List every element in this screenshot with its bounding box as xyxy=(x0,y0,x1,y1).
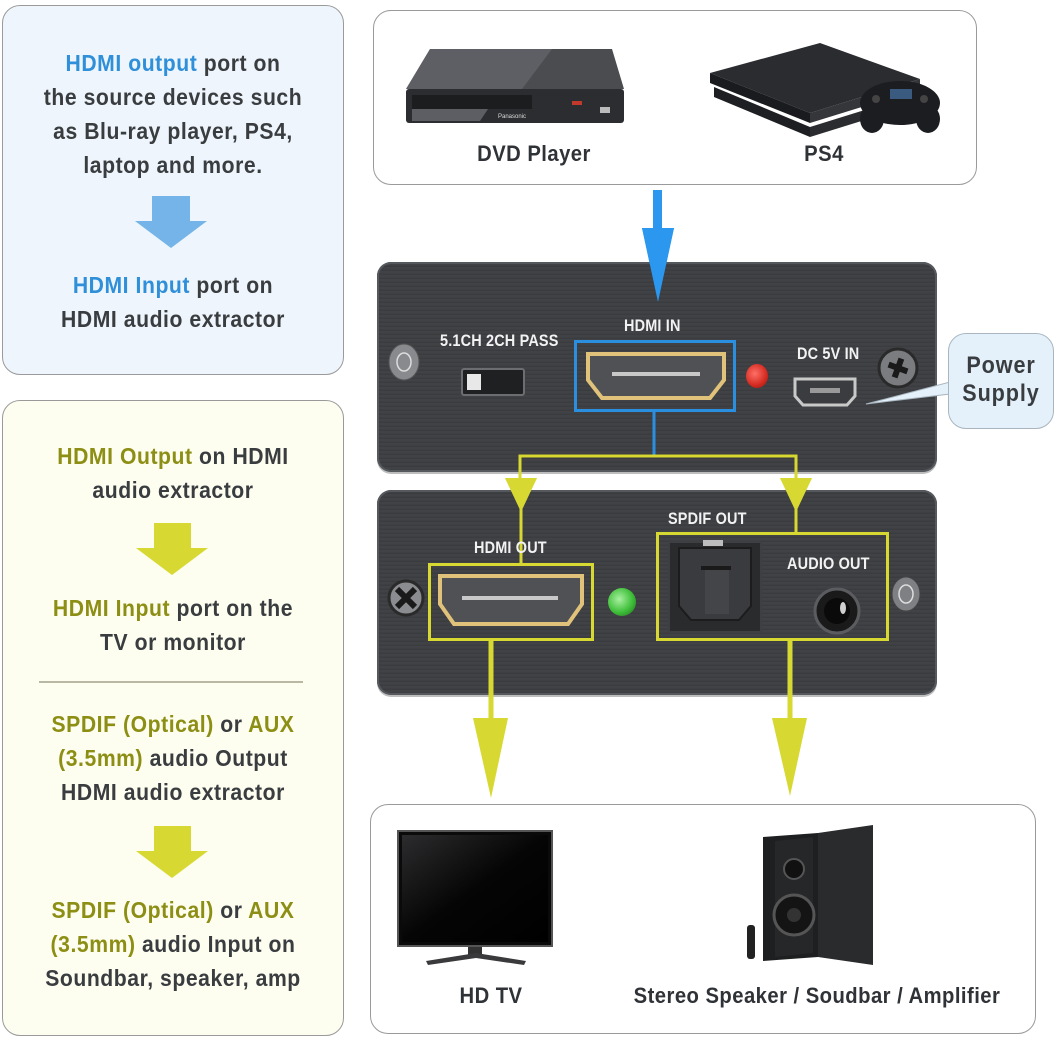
screw-icon xyxy=(877,347,919,389)
hdmi-out-label: HDMI OUT xyxy=(474,538,547,557)
arrow-down-icon xyxy=(135,196,207,248)
micro-usb-port[interactable] xyxy=(792,376,858,408)
output-explanation-panel: HDMI Output on HDMI audio extractor HDMI… xyxy=(2,400,344,1036)
spdif-optical-port[interactable] xyxy=(667,540,763,634)
text-line: the source devices such xyxy=(43,84,303,110)
signal-arrow-tip xyxy=(642,228,674,302)
arrow-down-icon xyxy=(136,523,208,575)
destination-devices-panel: HD TV Stereo Speaker / Soudbar / Amplifi… xyxy=(370,804,1036,1034)
switch-label: 5.1CH 2CH PASS xyxy=(440,331,559,350)
source-explanation-panel: HDMI output port on the source devices s… xyxy=(2,5,344,375)
callout-line: Power xyxy=(966,352,1036,379)
text-fragment: port on the xyxy=(170,595,294,621)
text-line: HDMI audio extractor xyxy=(61,306,285,332)
aux-highlight: AUX xyxy=(248,897,295,923)
hdmi-out-highlight xyxy=(428,563,594,641)
hdmi-out-port[interactable] xyxy=(436,572,586,630)
dvd-player-label: DVD Player xyxy=(477,141,591,166)
arrow-down-icon xyxy=(136,826,208,878)
text-line: Soundbar, speaker, amp xyxy=(45,965,301,991)
aux-size-highlight: (3.5mm) xyxy=(58,745,144,771)
text-line: audio extractor xyxy=(92,477,254,503)
extractor-input-step-text: HDMI Input port on HDMI audio extractor xyxy=(17,268,330,336)
text-fragment: audio Output xyxy=(143,745,288,771)
source-devices-panel: Panasonic DVD Player PS4 xyxy=(373,10,977,185)
svg-text:Panasonic: Panasonic xyxy=(498,114,526,120)
audio-output-step-text: SPDIF (Optical) or AUX (3.5mm) audio Out… xyxy=(17,707,330,809)
hdmi-output-highlight: HDMI Output xyxy=(57,443,193,469)
tv-icon xyxy=(397,830,553,965)
ps4-label: PS4 xyxy=(804,141,844,166)
spdif-out-label: SPDIF OUT xyxy=(668,509,747,528)
text-fragment: or xyxy=(213,711,249,737)
hdmi-in-port[interactable] xyxy=(584,350,728,404)
aux-size-highlight: (3.5mm) xyxy=(50,931,136,957)
audio-out-label: AUDIO OUT xyxy=(787,554,870,573)
text-line: laptop and more. xyxy=(83,152,263,178)
audio-outputs-highlight xyxy=(656,532,889,641)
mode-switch[interactable] xyxy=(461,368,525,396)
text-line: as Blu-ray player, PS4, xyxy=(53,118,293,144)
hdmi-output-highlight: HDMI output xyxy=(65,50,198,76)
power-led xyxy=(746,364,768,388)
spdif-highlight: SPDIF (Optical) xyxy=(51,711,214,737)
hdmi-input-highlight: HDMI Input xyxy=(52,595,171,621)
speaker-icon xyxy=(747,825,873,965)
status-led xyxy=(608,588,636,616)
text-fragment: audio Input on xyxy=(135,931,296,957)
aux-highlight: AUX xyxy=(248,711,295,737)
callout-line: Supply xyxy=(962,380,1040,407)
audio-input-step-text: SPDIF (Optical) or AUX (3.5mm) audio Inp… xyxy=(17,893,330,995)
text-line: TV or monitor xyxy=(100,629,246,655)
switch-knob xyxy=(467,374,481,390)
spdif-highlight: SPDIF (Optical) xyxy=(51,897,214,923)
label-screw-icon xyxy=(388,343,420,381)
blu-ray-player-icon: Panasonic xyxy=(406,49,624,123)
hdmi-in-label: HDMI IN xyxy=(624,316,681,335)
divider xyxy=(39,681,303,683)
hdmi-output-step-text: HDMI Output on HDMI audio extractor xyxy=(17,439,330,507)
tv-input-step-text: HDMI Input port on the TV or monitor xyxy=(17,591,330,659)
ps4-console-icon xyxy=(710,43,940,137)
text-fragment: or xyxy=(213,897,249,923)
speaker-label: Stereo Speaker / Soudbar / Amplifier xyxy=(633,983,1001,1008)
power-supply-callout: Power Supply xyxy=(948,333,1054,429)
source-step-text: HDMI output port on the source devices s… xyxy=(17,46,330,182)
screw-icon xyxy=(387,579,425,617)
text-fragment: port on xyxy=(190,272,274,298)
text-fragment: on HDMI xyxy=(192,443,289,469)
label-screw-icon xyxy=(891,576,921,612)
text-line: HDMI audio extractor xyxy=(61,779,285,805)
dc-in-label: DC 5V IN xyxy=(797,344,860,363)
hd-tv-label: HD TV xyxy=(459,983,523,1008)
hdmi-input-highlight: HDMI Input xyxy=(72,272,191,298)
aux-3-5mm-jack[interactable] xyxy=(812,586,862,636)
hdmi-in-highlight xyxy=(574,340,736,412)
text-fragment: port on xyxy=(197,50,281,76)
